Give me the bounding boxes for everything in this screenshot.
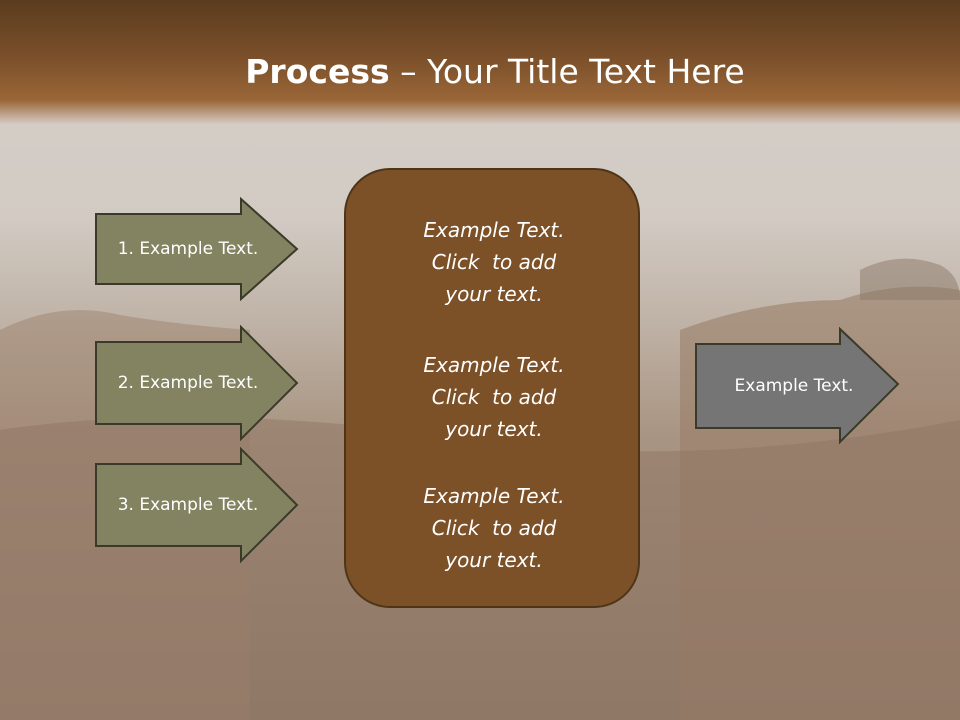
text-line: Example Text.	[423, 353, 565, 377]
text-line: Click to add	[431, 385, 557, 409]
center-text-box[interactable]: Example Text. Click to add your text. Ex…	[344, 168, 640, 608]
step-3-arrow[interactable]: 3. Example Text.	[95, 446, 299, 564]
text-block-3: Example Text. Click to add your text.	[346, 480, 642, 576]
text-line: Example Text.	[423, 218, 565, 242]
step-3-label: 3. Example Text.	[117, 495, 259, 515]
step-1-arrow[interactable]: 1. Example Text.	[95, 196, 299, 302]
text-line: Click to add	[431, 250, 557, 274]
arrow-shape	[695, 326, 900, 445]
text-block-2: Example Text. Click to add your text.	[346, 349, 642, 445]
text-line: your text.	[445, 282, 543, 306]
text-line: your text.	[445, 417, 543, 441]
arrow-shape	[95, 446, 299, 564]
result-label: Example Text.	[734, 376, 854, 396]
step-2-label: 2. Example Text.	[117, 373, 259, 393]
text-block-1: Example Text. Click to add your text.	[346, 214, 642, 310]
title-rest: – Your Title Text Here	[389, 52, 745, 91]
text-line: Click to add	[431, 516, 557, 540]
result-arrow[interactable]: Example Text.	[695, 326, 900, 445]
title-bold: Process	[245, 52, 390, 91]
arrow-shape	[95, 324, 299, 442]
step-1-label: 1. Example Text.	[117, 239, 259, 259]
arrow-shape	[95, 196, 299, 302]
slide-title[interactable]: Process – Your Title Text Here	[0, 52, 960, 91]
text-line: Example Text.	[423, 484, 565, 508]
step-2-arrow[interactable]: 2. Example Text.	[95, 324, 299, 442]
text-line: your text.	[445, 548, 543, 572]
title-banner	[0, 0, 960, 125]
